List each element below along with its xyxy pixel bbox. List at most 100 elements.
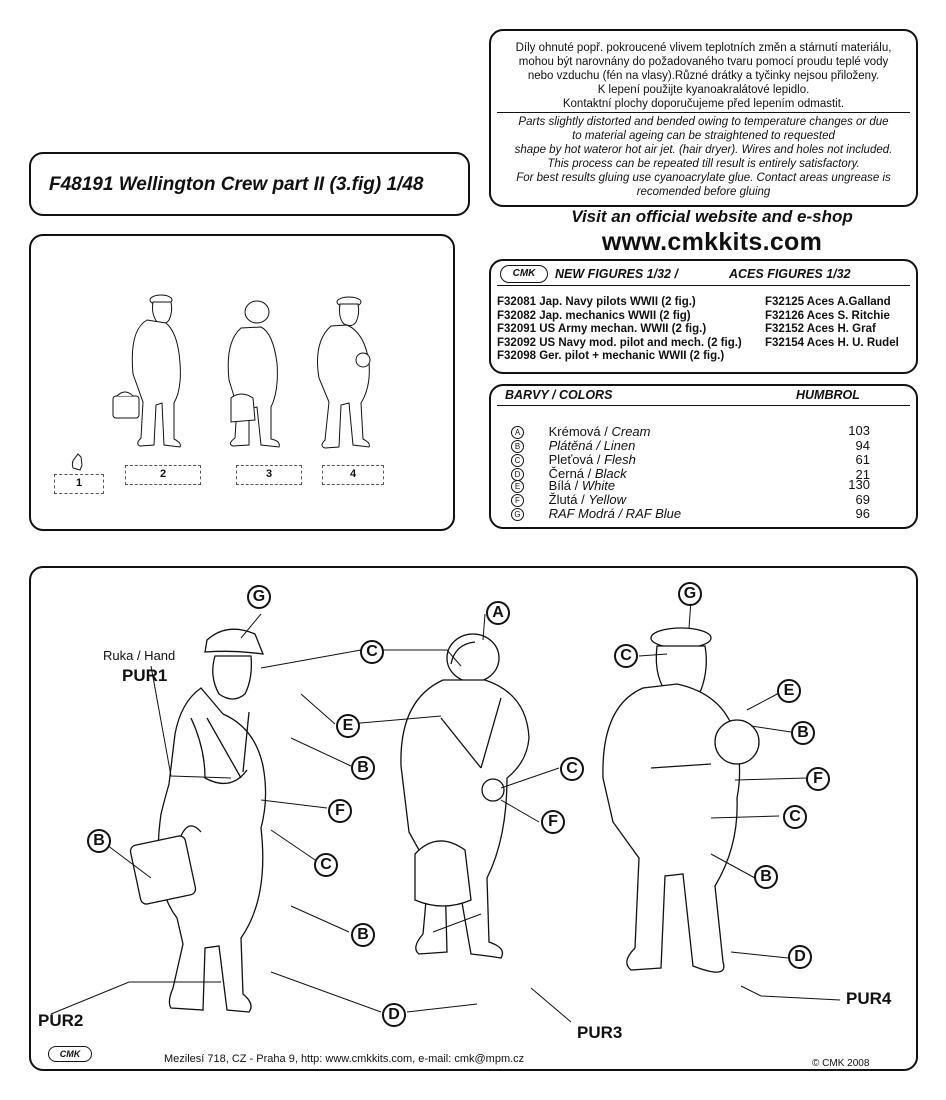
callout-c: C	[614, 644, 638, 668]
warning-en: Parts slightly distorted and bended owin…	[491, 115, 916, 199]
callout-d: D	[382, 1003, 406, 1027]
color-name-en: Cream	[611, 424, 651, 439]
color-name-en: Black	[594, 466, 627, 481]
humbrol-code: 103	[848, 423, 870, 438]
list-item: F32092 US Navy mod. pilot and mech. (2 f…	[497, 336, 742, 349]
part-2-label: 2	[125, 465, 201, 485]
color-row: B Plátěná / Linen	[511, 438, 636, 454]
hand-label: Ruka / Hand	[103, 648, 176, 663]
color-row: F Žlutá / Yellow	[511, 492, 626, 508]
callout-f: F	[328, 799, 352, 823]
list-item: F32152 Aces H. Graf	[765, 323, 876, 335]
colors-header-rule	[497, 405, 910, 406]
pur2-label: PUR2	[38, 1011, 84, 1030]
callout-g: G	[678, 582, 702, 606]
callout-b: B	[754, 865, 778, 889]
warning-cz-line: Kontaktní plochy doporučujeme před lepen…	[562, 98, 845, 110]
humbrol-code: 130	[848, 477, 870, 492]
footer-logo: CMK	[48, 1046, 92, 1062]
color-row: D Černá / Black	[511, 466, 627, 482]
assembly-drawing	[50, 599, 841, 1023]
leader-lines	[50, 599, 841, 1023]
color-letter-badge: C	[511, 454, 524, 468]
color-name-cz: Bílá /	[548, 478, 582, 493]
warning-divider	[497, 112, 910, 113]
title-box: F48191 Wellington Crew part II (3.fig) 1…	[29, 152, 470, 216]
color-row: G RAF Modrá / RAF Blue	[511, 506, 682, 522]
callout-c: C	[560, 757, 584, 781]
humbrol-code: 96	[855, 506, 870, 521]
list-item: F32091 US Army mechan. WWII (2 fig.)	[497, 323, 707, 335]
figure-thumbnails	[71, 294, 371, 471]
new-figures-header: NEW FIGURES 1/32 /	[555, 267, 678, 281]
callout-g: G	[247, 585, 271, 609]
figure-3-thumbnail	[227, 300, 280, 448]
list-item: F32082 Jap. mechanics WWII (2 fig)	[497, 309, 691, 322]
warning-en-line: to material ageing can be straightened t…	[572, 130, 835, 142]
crew-figure-left	[129, 628, 267, 1013]
hand-part-drawing	[71, 453, 83, 471]
color-name-en: Flesh	[604, 452, 636, 467]
warning-cz-line: Díly ohnuté popř. pokroucené vlivem tepl…	[515, 42, 892, 54]
figure-2-thumbnail	[112, 294, 181, 448]
list-item: F32081 Jap. Navy pilots WWII (2 fig.)	[497, 296, 696, 308]
callout-c: C	[783, 805, 807, 829]
color-name-en: RAF Modrá / RAF Blue	[548, 506, 682, 521]
list-item: F32098 Ger. pilot + mechanic WWII (2 fig…	[497, 350, 725, 362]
colors-box: BARVY / COLORS HUMBROL A Krémová / Cream…	[489, 384, 918, 529]
callout-a: A	[486, 601, 510, 625]
part-4-label: 4	[322, 465, 384, 485]
cmk-logo: CMK	[500, 265, 548, 283]
new-figures-box: CMK NEW FIGURES 1/32 / ACES FIGURES 1/32…	[489, 259, 918, 374]
part-1-label: 1	[54, 474, 104, 494]
color-row: E Bílá / White	[511, 478, 615, 494]
warning-cz-line: K lepení použijte kyanoakralátové lepidl…	[597, 84, 810, 96]
callout-c: C	[360, 640, 384, 664]
figures-overview-box: 1 2 3 4	[29, 234, 455, 531]
assembly-box: Ruka / Hand PUR1 PUR2 PUR3 PUR4 G C E B …	[29, 566, 918, 1071]
callout-b: B	[87, 829, 111, 853]
list-item: F32125 Aces A.Galland	[765, 296, 891, 308]
list-item: F32154 Aces H. U. Rudel	[765, 336, 899, 349]
callout-f: F	[541, 810, 565, 834]
humbrol-code: 21	[855, 467, 870, 482]
footer-address: Mezilesí 718, CZ - Praha 9, http: www.cm…	[164, 1053, 525, 1065]
aces-figures-list: F32125 Aces A.Galland F32126 Aces S. Rit…	[765, 296, 899, 350]
color-name-en: Yellow	[588, 492, 626, 507]
color-name-en: Linen	[603, 438, 636, 453]
pur4-label: PUR4	[846, 989, 892, 1008]
warning-en-line: Parts slightly distorted and bended owin…	[518, 116, 889, 128]
pur1-label: PUR1	[122, 666, 168, 685]
color-name-cz: Plátěná /	[548, 438, 604, 453]
pur3-label: PUR3	[577, 1023, 623, 1042]
list-item: F32126 Aces S. Ritchie	[765, 309, 890, 322]
color-name-cz: Žlutá /	[548, 492, 589, 507]
color-name-cz: Černá /	[548, 466, 595, 481]
warning-en-line: For best results gluing use cyanoacrylat…	[516, 172, 891, 184]
callout-f: F	[806, 767, 830, 791]
aces-figures-header: ACES FIGURES 1/32	[729, 267, 851, 281]
callout-b: B	[351, 756, 375, 780]
new-figures-header-rule	[497, 285, 910, 286]
website-url[interactable]: www.cmkkits.com	[601, 228, 823, 256]
color-row: A Krémová / Cream	[511, 424, 651, 440]
crew-figure-middle	[400, 633, 530, 959]
warning-cz-line: mohou být narovnány do požadovaného tvar…	[518, 56, 889, 68]
humbrol-code: 61	[855, 452, 870, 467]
visit-text: Visit an official website and e-shop	[571, 207, 853, 226]
warning-cz-line: nebo vzduchu (fén na vlasy).Různé drátky…	[527, 70, 880, 82]
figure-4-thumbnail	[317, 296, 371, 449]
colors-header: BARVY / COLORS	[505, 388, 613, 402]
color-name-cz: Pleťová /	[548, 452, 605, 467]
crew-figure-right	[602, 627, 760, 973]
warning-en-line: shape by hot wateror hot air jet. (hair …	[514, 144, 893, 156]
callout-e: E	[336, 714, 360, 738]
callout-e: E	[777, 679, 801, 703]
footer-copyright: © CMK 2008	[812, 1058, 870, 1069]
color-name-cz: Krémová /	[548, 424, 612, 439]
callout-b: B	[351, 923, 375, 947]
humbrol-code: 69	[855, 492, 870, 507]
warning-en-line: This process can be repeated till result…	[547, 158, 860, 170]
warning-cz: Díly ohnuté popř. pokroucené vlivem tepl…	[491, 41, 916, 111]
color-letter-badge: F	[511, 494, 524, 508]
